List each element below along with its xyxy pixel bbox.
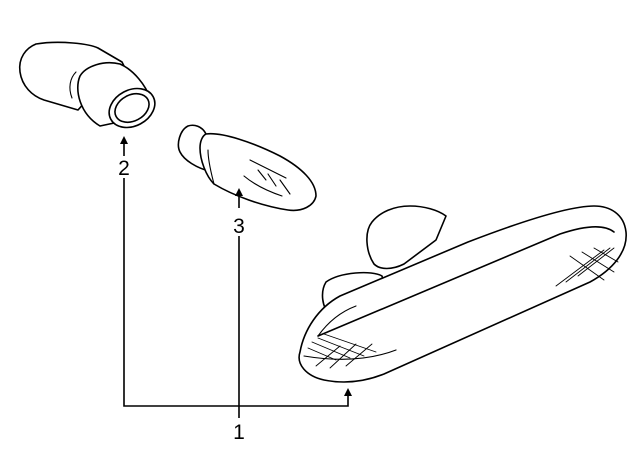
lens-hatching-right	[555, 247, 619, 287]
leader-1-path-left	[123, 178, 352, 407]
wedge-bulb[interactable]	[177, 124, 317, 212]
leader-lines	[120, 136, 352, 418]
bulb-socket[interactable]	[18, 41, 162, 135]
callout-1: 1	[233, 421, 245, 444]
lens-hatching-left	[307, 333, 377, 369]
side-marker-lamp[interactable]	[298, 205, 627, 383]
callout-3: 3	[233, 215, 245, 238]
callout-2: 2	[118, 157, 130, 180]
